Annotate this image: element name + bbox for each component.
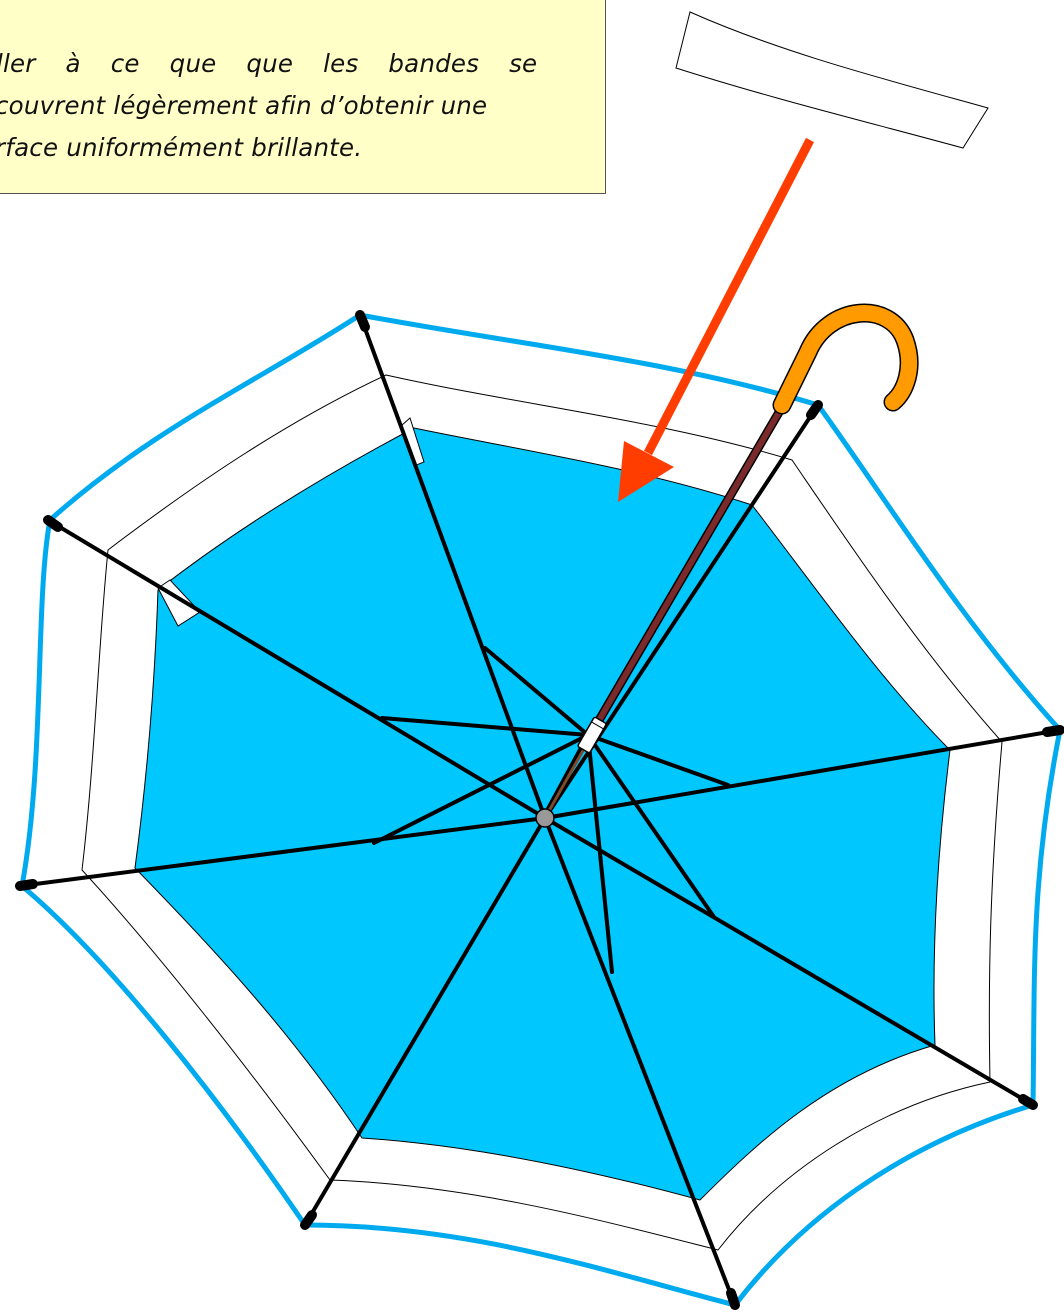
rib-tip [1047,730,1060,732]
umbrella-handle [782,313,909,405]
rib-tip [811,405,818,415]
rib-tip [48,520,58,527]
rib-tip [360,315,365,327]
rib-tip [731,1293,735,1305]
rib-tip [20,884,33,886]
tape-strip [676,12,988,148]
umbrella-hub [536,809,554,827]
rib-tip [1023,1099,1033,1105]
rib-tip [305,1215,312,1225]
